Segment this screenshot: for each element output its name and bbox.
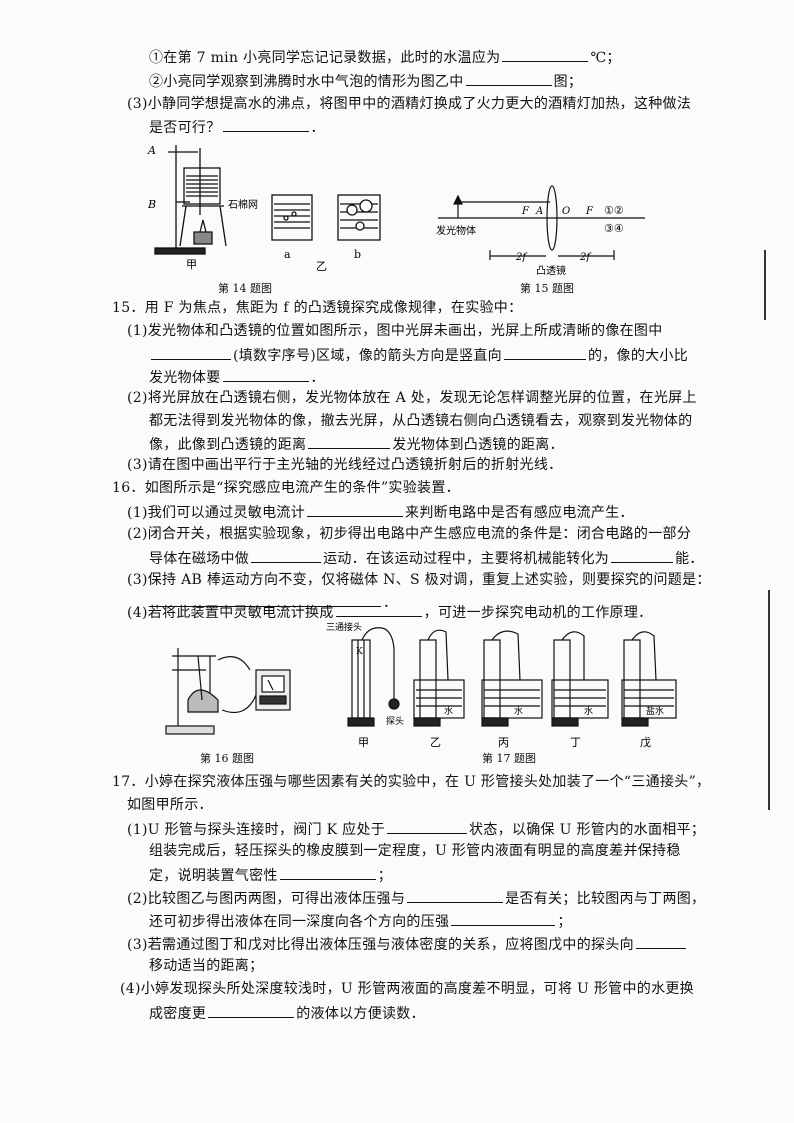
label-O: O bbox=[562, 206, 570, 217]
q14-line1: ①在第 7 min 小亮同学忘记记录数据，此时的水温应为℃； bbox=[149, 47, 621, 67]
answer-blank[interactable] bbox=[503, 345, 586, 360]
label-wu: 戊 bbox=[640, 736, 651, 749]
q16-line7: (4)若将此装置中灵敏电流计换成，可进一步探究电动机的工作原理． bbox=[127, 602, 652, 622]
label-yi: 乙 bbox=[430, 736, 441, 749]
figure-17: 三通接头 K 探头 水 水 水 盐水 甲 乙 丙 丁 戊 bbox=[326, 621, 677, 749]
label-B: B bbox=[147, 198, 156, 211]
label-water-ding: 水 bbox=[584, 705, 593, 717]
label-object: 发光物体 bbox=[436, 224, 476, 237]
answer-blank[interactable] bbox=[335, 602, 422, 617]
label-b: b bbox=[354, 248, 361, 261]
label-regions-34: ③④ bbox=[604, 222, 624, 235]
label-regions-12: ①② bbox=[604, 204, 624, 217]
q17-line1: 17．小婷在探究液体压强与哪些因素有关的实验中，在 U 形管接头处加装了一个“三… bbox=[112, 774, 711, 790]
q16-line6: ． bbox=[149, 592, 397, 612]
q14-line4: 是否可行？． bbox=[149, 117, 325, 137]
q16-line4: 导体在磁场中做运动．在该运动过程中，主要将机械能转化为能． bbox=[149, 548, 704, 568]
label-yi: 乙 bbox=[316, 260, 327, 273]
q17-line4: 组装完成后，轻压探头的橡皮膜到一定程度，U 形管内液面有明显的高度差并保持稳 bbox=[149, 843, 681, 859]
answer-blank[interactable] bbox=[151, 345, 231, 360]
q17-line7: 还可初步得出液体在同一深度向各个方向的压强； bbox=[149, 911, 572, 931]
figure-17-caption: 第 17 题图 bbox=[482, 752, 536, 765]
q17-line6: (2)比较图乙与图丙两图，可得出液体压强与是否有关；比较图丙与丁两图， bbox=[127, 888, 705, 908]
q16-line2: (1)我们可以通过灵敏电流计来判断电路中是否有感应电流产生． bbox=[127, 502, 634, 522]
label-F-right: F bbox=[585, 206, 594, 217]
answer-blank[interactable] bbox=[635, 934, 686, 949]
label-valve-K: K bbox=[356, 647, 363, 657]
label-a: a bbox=[284, 248, 291, 261]
q16-line3: (2)闭合开关，根据实验现象，初步得出电路中产生感应电流的条件是：闭合电路的一部… bbox=[127, 526, 692, 542]
label-jia: 甲 bbox=[358, 736, 369, 749]
label-2f-right: 2f bbox=[579, 252, 592, 263]
figure-15: F A O F ①② ③④ 发光物体 2f 2f 凸透镜 bbox=[436, 185, 645, 277]
figure-14-caption: 第 14 题图 bbox=[218, 282, 272, 295]
answer-blank[interactable] bbox=[151, 592, 381, 607]
scan-edge-mark bbox=[764, 250, 766, 320]
label-brine: 盐水 bbox=[646, 705, 664, 717]
figure-16 bbox=[165, 648, 291, 735]
q17-line9: 移动适当的距离； bbox=[149, 958, 264, 974]
label-water-yi: 水 bbox=[444, 705, 453, 717]
q15-line4: 发光物体要． bbox=[149, 367, 325, 387]
q16-line1: 16．如图所示是“探究感应电流产生的条件”实验装置． bbox=[112, 480, 460, 496]
label-2f-left: 2f bbox=[515, 252, 528, 263]
label-asbestos-net: 石棉网 bbox=[228, 198, 258, 211]
answer-blank[interactable] bbox=[308, 434, 391, 449]
q15-line7: 像，此像到凸透镜的距离发光物体到凸透镜的距离． bbox=[149, 434, 564, 454]
label-lens: 凸透镜 bbox=[536, 264, 566, 277]
label-A: A bbox=[535, 206, 543, 217]
label-jia: 甲 bbox=[186, 258, 197, 271]
q17-line5: 定，说明装置气密性； bbox=[149, 865, 392, 885]
label-F-left: F bbox=[521, 206, 530, 217]
q17-line8: (3)若需通过图丁和戊对比得出液体压强与液体密度的关系，应将图戊中的探头向 bbox=[127, 934, 688, 954]
answer-blank[interactable] bbox=[407, 888, 504, 903]
answer-blank[interactable] bbox=[222, 117, 309, 132]
answer-blank[interactable] bbox=[502, 47, 589, 62]
answer-blank[interactable] bbox=[387, 819, 468, 834]
q14-line2: ②小亮同学观察到沸腾时水中气泡的情形为图乙中图； bbox=[149, 71, 582, 91]
answer-blank[interactable] bbox=[611, 548, 674, 563]
q15-line5: (2)将光屏放在凸透镜右侧，发光物体放在 A 处，发现无论怎样调整光屏的位置，在… bbox=[127, 390, 697, 406]
label-A: A bbox=[147, 144, 156, 157]
answer-blank[interactable] bbox=[307, 502, 404, 517]
answer-blank[interactable] bbox=[222, 367, 309, 382]
label-probe: 探头 bbox=[386, 715, 404, 727]
label-ding: 丁 bbox=[570, 736, 581, 749]
answer-blank[interactable] bbox=[251, 548, 322, 563]
label-water-bing: 水 bbox=[514, 705, 523, 717]
answer-blank[interactable] bbox=[279, 865, 376, 880]
answer-blank[interactable] bbox=[465, 71, 552, 86]
q17-line11: 成密度更的液体以方便读数． bbox=[149, 1003, 425, 1023]
q17-line10: (4)小婷发现探头所处深度较浅时，U 形管两液面的高度差不明显，可将 U 形管中… bbox=[120, 981, 694, 997]
figure-14: A B 石棉网 甲 a 乙 b bbox=[147, 144, 381, 273]
answer-blank[interactable] bbox=[451, 911, 556, 926]
q17-line2: 如图甲所示． bbox=[127, 797, 213, 813]
q16-line5: (3)保持 AB 棒运动方向不变，仅将磁体 N、S 极对调，重复上述实验，则要探… bbox=[127, 572, 711, 588]
label-tee-joint: 三通接头 bbox=[326, 621, 362, 633]
q15-line2: (1)发光物体和凸透镜的位置如图所示，图中光屏未画出，光屏上所成清晰的像在图中 bbox=[127, 323, 663, 339]
q17-line3: (1)U 形管与探头连接时，阀门 K 应处于状态，以确保 U 形管内的水面相平； bbox=[127, 819, 705, 839]
q14-line3: (3)小静同学想提高水的沸点，将图甲中的酒精灯换成了火力更大的酒精灯加热，这种做… bbox=[127, 96, 692, 112]
figure-16-caption: 第 16 题图 bbox=[200, 752, 254, 765]
q15-line3: (填数字序号)区域，像的箭头方向是竖直向的，像的大小比 bbox=[149, 345, 688, 365]
answer-blank[interactable] bbox=[208, 1003, 295, 1018]
q15-line6: 都无法得到发光物体的像，撤去光屏，从凸透镜右侧向凸透镜看去，观察到发光物体的 bbox=[149, 413, 693, 429]
label-bing: 丙 bbox=[498, 736, 509, 749]
figure-15-caption: 第 15 题图 bbox=[520, 282, 574, 295]
q15-line8: (3)请在图中画出平行于主光轴的光线经过凸透镜折射后的折射光线． bbox=[127, 457, 563, 473]
scan-edge-mark bbox=[768, 590, 770, 810]
q15-line1: 15．用 F 为焦点，焦距为 f 的凸透镜探究成像规律，在实验中： bbox=[112, 300, 523, 316]
